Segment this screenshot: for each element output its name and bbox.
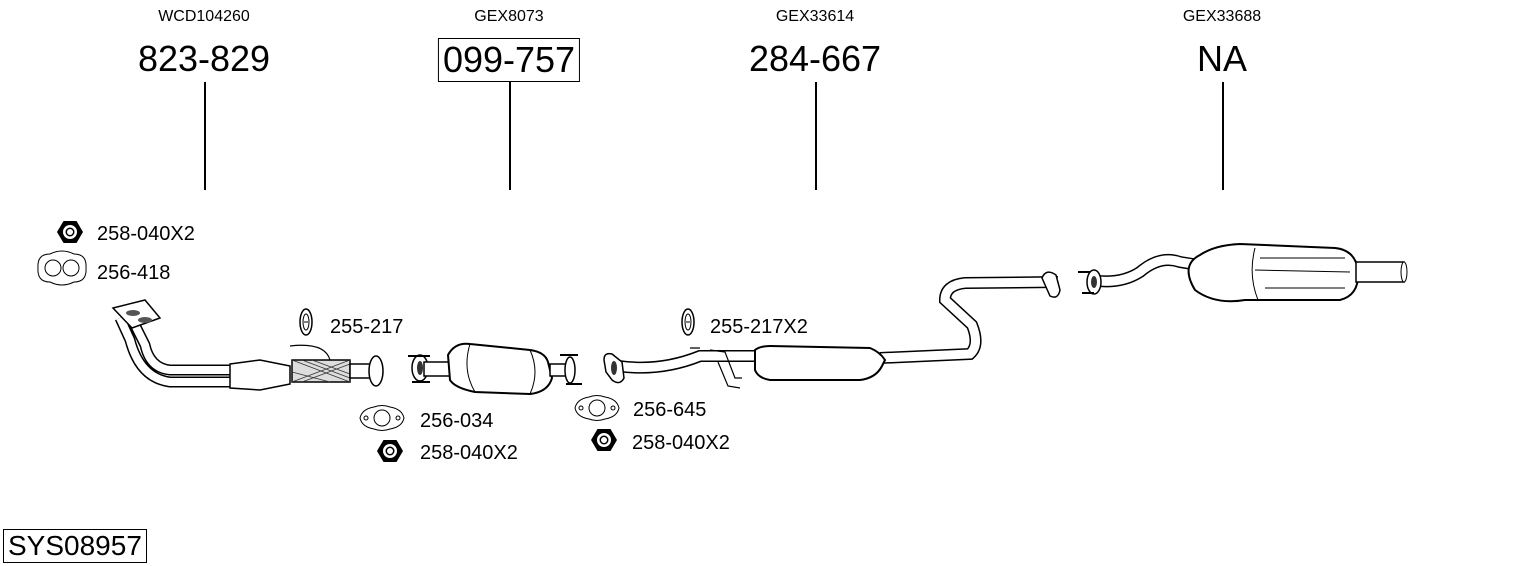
- accessory-part-label[interactable]: 256-418: [97, 262, 171, 284]
- accessory-part-label[interactable]: 258-040X2: [97, 223, 195, 245]
- accessory-part-label[interactable]: 255-217: [330, 316, 404, 338]
- part-number-catalyst[interactable]: 099-757: [437, 38, 581, 82]
- middle-silencer-pipe: [603, 271, 1061, 389]
- leader-line: [204, 82, 206, 190]
- part-code-catalyst: GEX8073: [474, 8, 544, 25]
- leader-line: [509, 82, 511, 190]
- part-code-rear-silencer: GEX33688: [1182, 8, 1262, 25]
- part-number-rear-silencer[interactable]: NA: [1196, 38, 1248, 79]
- nut-icon: [57, 221, 83, 243]
- part-number-front-pipe[interactable]: 823-829: [137, 38, 271, 79]
- accessory-part-label[interactable]: 258-040X2: [420, 442, 518, 464]
- accessory-part-label[interactable]: 256-034: [420, 410, 494, 432]
- part-code-middle-silencer: GEX33614: [775, 8, 855, 25]
- part-code-front-pipe: WCD104260: [158, 8, 250, 25]
- nut-icon: [377, 440, 403, 462]
- rubber-hanger-icon: [681, 308, 695, 336]
- rear-silencer: [1078, 242, 1408, 303]
- front-pipe: [111, 299, 384, 391]
- accessory-part-label[interactable]: 256-645: [633, 399, 707, 421]
- leader-line: [815, 82, 817, 190]
- part-number-middle-silencer[interactable]: 284-667: [748, 38, 882, 79]
- gasket-icon: [359, 405, 405, 431]
- system-id: SYS08957: [3, 529, 147, 563]
- rubber-hanger-icon: [299, 308, 313, 336]
- double-gasket-icon: [37, 250, 87, 286]
- gasket-icon: [574, 395, 620, 421]
- accessory-part-label[interactable]: 258-040X2: [632, 432, 730, 454]
- accessory-part-label[interactable]: 255-217X2: [710, 316, 808, 338]
- nut-icon: [591, 429, 617, 451]
- catalytic-converter: [408, 342, 582, 396]
- leader-line: [1222, 82, 1224, 190]
